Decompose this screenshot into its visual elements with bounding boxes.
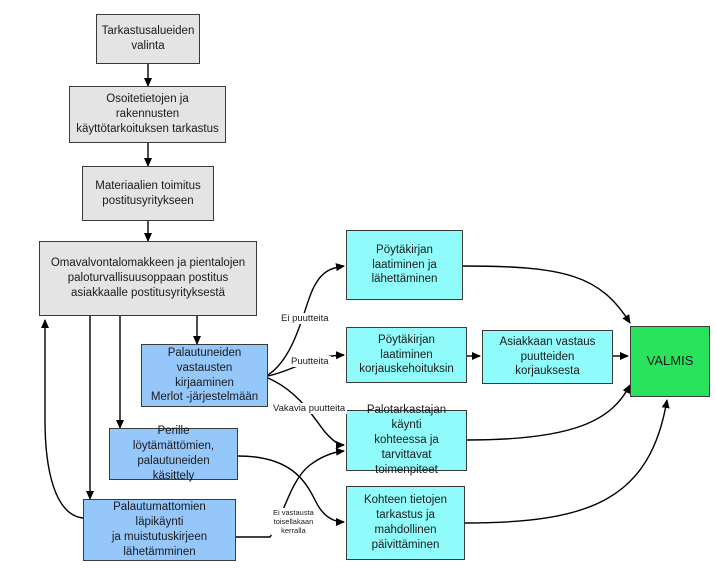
node-palautuneiden-kirjaaminen: Palautuneiden vastausten kirjaaminen Mer… (141, 344, 268, 407)
node-kohteen-tietojen: Kohteen tietojen tarkastus ja mahdolline… (346, 486, 465, 560)
edge-poytakirjan-to-valmis (462, 265, 631, 324)
label-puutteita: Puutteita (289, 356, 331, 368)
node-valmis: VALMIS (630, 326, 710, 397)
edge-kirjaaminen-to-palotarkastajan (267, 377, 345, 449)
edge-kohteen-to-valmis (464, 399, 670, 524)
edge-palautumattomien-to-omavalvonta (41, 319, 84, 519)
node-perille: Perille löytämättömien, palautuneiden kä… (109, 425, 238, 482)
node-poytakirjan-laatiminen: Pöytäkirjan laatiminen ja lähettäminen (346, 230, 463, 300)
label-ei-vastausta: Ei vastausta toisellakaan kerralla (271, 508, 316, 535)
node-tarkastusalueiden: Tarkastusalueiden valinta (96, 14, 200, 64)
node-palotarkastajan: Palotarkastajan käynti kohteessa ja tarv… (346, 404, 467, 476)
node-omavalvonta: Omavalvontalomakkeen ja pientalojen palo… (39, 241, 257, 316)
edge-kirjaaminen-to-poytakirjan-laatiminen (267, 263, 345, 376)
label-vakavia-puutteita: Vakavia puutteita (271, 403, 348, 415)
node-poytakirjan-korjaus: Pöytäkirjan laatiminen korjauskehoituksi… (346, 327, 467, 383)
node-asiakkaan-vastaus: Asiakkaan vastaus puutteiden korjauksest… (482, 330, 613, 384)
node-osoitetiedot: Osoitetietojen ja rakennusten käyttötark… (69, 86, 226, 143)
edge-palotarkastajan-to-valmis (466, 384, 631, 441)
node-palautumattomien: Palautumattomien läpikäynti ja muistutus… (83, 499, 236, 561)
node-materiaalien: Materiaalien toimitus postitusyritykseen (82, 166, 214, 221)
edge-perille-to-kohteen (237, 455, 345, 526)
label-ei-puutteita: Ei puutteita (279, 313, 331, 325)
